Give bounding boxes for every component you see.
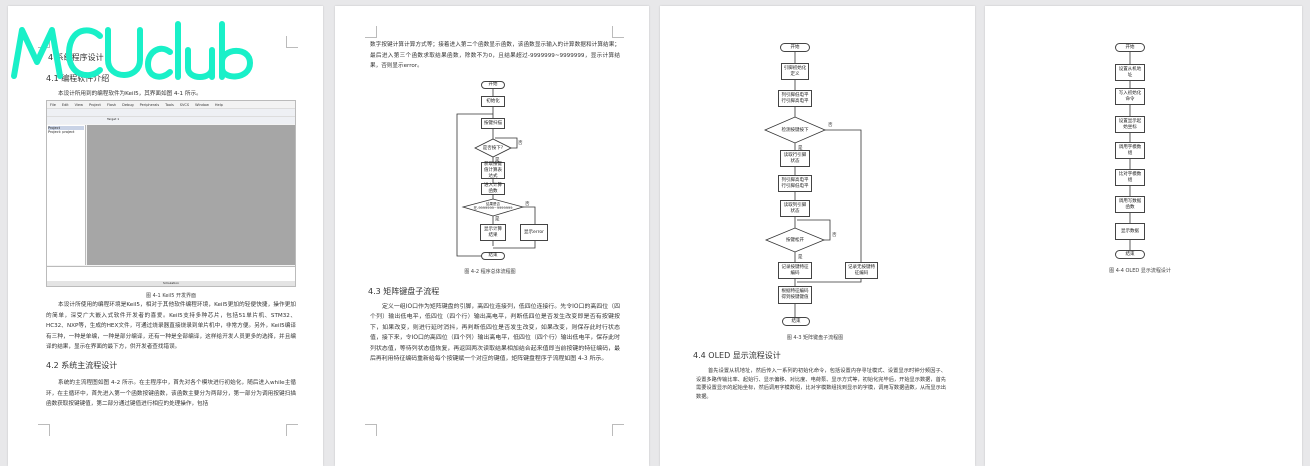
keil-menu-item: SVCS [179, 102, 190, 107]
flow-step: 调用字模数组 [1115, 142, 1145, 159]
flow-label-yes: 是 [798, 255, 803, 260]
flow-show: 显示计算结果 [480, 224, 506, 241]
flow-readcol: 读取列引脚状态 [780, 200, 810, 217]
flowchart-connectors [456, 88, 536, 257]
keil-menu-item: View [74, 102, 83, 107]
keil-menu-item: Window [195, 102, 209, 107]
flow-set1: 列引脚低电平行引脚高电平 [778, 90, 812, 107]
figure-caption: 图 4-4 OLED 显示流程设计 [1109, 268, 1171, 274]
keil-target: Target 1 [107, 117, 120, 121]
flow-label-yes: 是 [798, 146, 803, 151]
flow-record: 记录按键特征编码 [778, 262, 812, 279]
flow-key: 根据特征编码得到按键键值 [778, 286, 812, 304]
flow-step: 写入初始化命令 [1115, 88, 1145, 105]
keil-menu-item: Debug [122, 102, 134, 107]
flow-label-yes: 是 [495, 158, 500, 163]
flow-set2: 列引脚高电平行引脚低电平 [778, 175, 812, 192]
figure-caption: 图 4-3 矩阵键盘子流程图 [786, 335, 844, 341]
heading-4-4: 4.4 OLED 显示流程设计 [693, 351, 781, 360]
heading-4-2: 4.2 系统主流程设计 [46, 361, 118, 370]
keil-menu-item: Peripherals [139, 102, 160, 107]
flow-step: 设置显示起始坐标 [1115, 116, 1145, 133]
keil-menu-item: File [50, 102, 56, 107]
figure-caption: 图 4-1 Keil5 开发界面 [145, 293, 196, 299]
keil-menu-bar: File Edit View Project Flash Debug Peripherals… [47, 101, 295, 108]
flow-label-no: 否 [525, 202, 530, 207]
keil-output-panel [47, 266, 295, 282]
flow-end: 结束 [782, 317, 810, 326]
flow-start: 开始 [481, 81, 505, 89]
flow-error: 显示error [520, 224, 548, 241]
flow-step: 结束 [1115, 250, 1145, 259]
flowchart-connectors [763, 48, 862, 318]
flow-label-yes: 是 [495, 217, 500, 222]
margin-mark [612, 26, 624, 38]
flow-init: 初始化 [481, 96, 505, 107]
project-item: Project: project [48, 130, 75, 134]
flow-step: 调用写数据函数 [1115, 196, 1145, 213]
keil-menu-item: Flash [106, 102, 117, 107]
paragraph: 数字按键计算计算方式等；接着进入第二个函数显示函数，该函数显示输入的计算数据和计… [370, 42, 620, 70]
flow-end: 结束 [481, 252, 505, 260]
margin-mark [612, 424, 624, 436]
flow-release: 按键松开 [786, 238, 804, 243]
document-page-1: 4 系统程序设计 4.1 编程软件介绍 本设计所用到的编程软件为Keil5，其界… [8, 6, 323, 466]
margin-mark [286, 424, 298, 436]
heading-4-1: 4.1 编程软件介绍 [46, 74, 110, 83]
flow-check: 检测按键按下 [781, 128, 809, 133]
keil-menu-item: Tools [165, 102, 174, 107]
flow-norecord: 记录无按键特征编码 [845, 262, 878, 279]
flow-range: 结果是否在-9999999~9999999 [473, 202, 513, 210]
flow-step: 比对字模数组 [1115, 169, 1145, 186]
flow-define: 引脚初始化定义 [781, 63, 809, 80]
document-page-3: 开始 引脚初始化定义 列引脚低电平行引脚高电平 检测按键按下 否 是 读取行引脚… [660, 6, 975, 466]
flow-scan: 按键扫描 [481, 118, 505, 129]
keil-menu-item: Edit [61, 102, 69, 107]
panel-title: Project [48, 126, 84, 130]
flow-label-no: 否 [828, 123, 833, 128]
flow-start: 开始 [780, 43, 810, 52]
keil-toolbar [47, 108, 295, 116]
flow-step: 显示数据 [1115, 223, 1145, 240]
flow-step: 开始 [1115, 43, 1145, 52]
flow-pressed: 是否按下? [482, 146, 504, 151]
flow-label-no: 否 [518, 141, 523, 146]
paragraph: 系统的主流程图如图 4-2 所示。在主程序中，首先对各个模块进行初始化，随后进入… [46, 380, 296, 408]
figure-caption: 图 4-2 程序总体流程图 [464, 269, 516, 275]
margin-mark [38, 424, 50, 436]
heading-chapter: 4 系统程序设计 [48, 53, 104, 62]
paragraph: 定义一组IO口作为矩阵键盘的引脚，高四位连接列，低四位连接行。先令IO口的高四位… [370, 304, 620, 363]
paragraph: 首先设置从机地址，然后传入一系列的初始化命令，包括设置内存寻址模式、设置显示时钟… [696, 368, 946, 400]
keil-toolbar-2: Target 1 [47, 116, 295, 124]
margin-mark [365, 26, 377, 38]
flow-step: 设置从机地址 [1115, 64, 1145, 81]
document-page-4: 开始设置从机地址写入初始化命令设置显示起始坐标调用字模数组比对字模数组调用写数据… [985, 6, 1302, 466]
flow-readrow: 读取行引脚状态 [780, 150, 810, 167]
keil-editor-area [87, 125, 295, 265]
paragraph: 本设计所使用的编程环境是Keil5，相对于其他软件编程环境，Keil5更加的轻便… [46, 302, 296, 351]
document-page-2: 数字按键计算计算方式等；接着进入第二个函数显示函数，该函数显示输入的计算数据和计… [335, 6, 649, 466]
margin-mark [365, 424, 377, 436]
margin-mark [286, 36, 298, 48]
margin-mark [38, 36, 50, 48]
keil-menu-item: Project [88, 102, 101, 107]
keil-status-bar: Simulation [47, 281, 295, 286]
keil-menu-item: Help [214, 102, 223, 107]
flow-get: 获取按键值计算表达式 [481, 162, 505, 179]
heading-4-3: 4.3 矩阵键盘子流程 [368, 287, 440, 296]
flow-calc: 进入计算函数 [481, 183, 505, 195]
intro-text: 本设计所用到的编程软件为Keil5，其界面如图 4-1 所示。 [58, 91, 202, 97]
flow-label-no: 否 [832, 233, 837, 238]
